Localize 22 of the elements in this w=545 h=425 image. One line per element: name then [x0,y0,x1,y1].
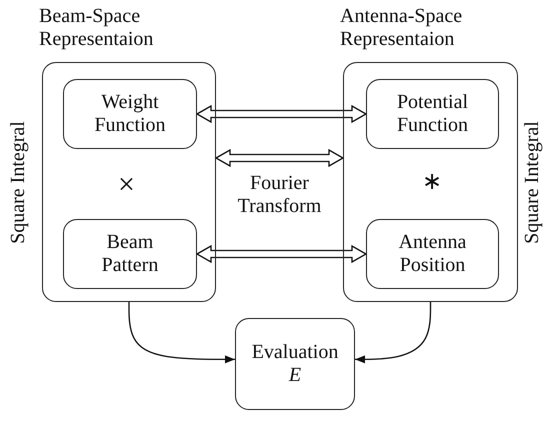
process-box [63,219,197,289]
side-label: Square Integral [520,121,544,244]
process-box [63,79,197,149]
group-heading: Beam-Space Representaion [39,5,154,51]
node-text: Potential Function [396,91,470,137]
process-box [366,79,499,149]
double-arrow [196,104,368,124]
node-text: Evaluation [252,341,338,364]
multiply-sign: × [118,170,135,200]
symbol-text: E [288,364,302,387]
node-text: Antenna Position [398,231,468,277]
node-text: Beam Pattern [100,231,160,277]
curved-arrow [355,302,432,364]
double-arrow [214,148,344,168]
process-box [366,219,499,289]
curved-arrow [128,302,235,364]
group-heading: Antenna-Space Representaion [340,5,464,51]
node-text: Weight Function [93,91,167,137]
side-label: Square Integral [6,121,30,244]
double-arrow [196,244,368,264]
convolution-sign: ∗ [422,170,442,194]
result-box [235,318,355,410]
